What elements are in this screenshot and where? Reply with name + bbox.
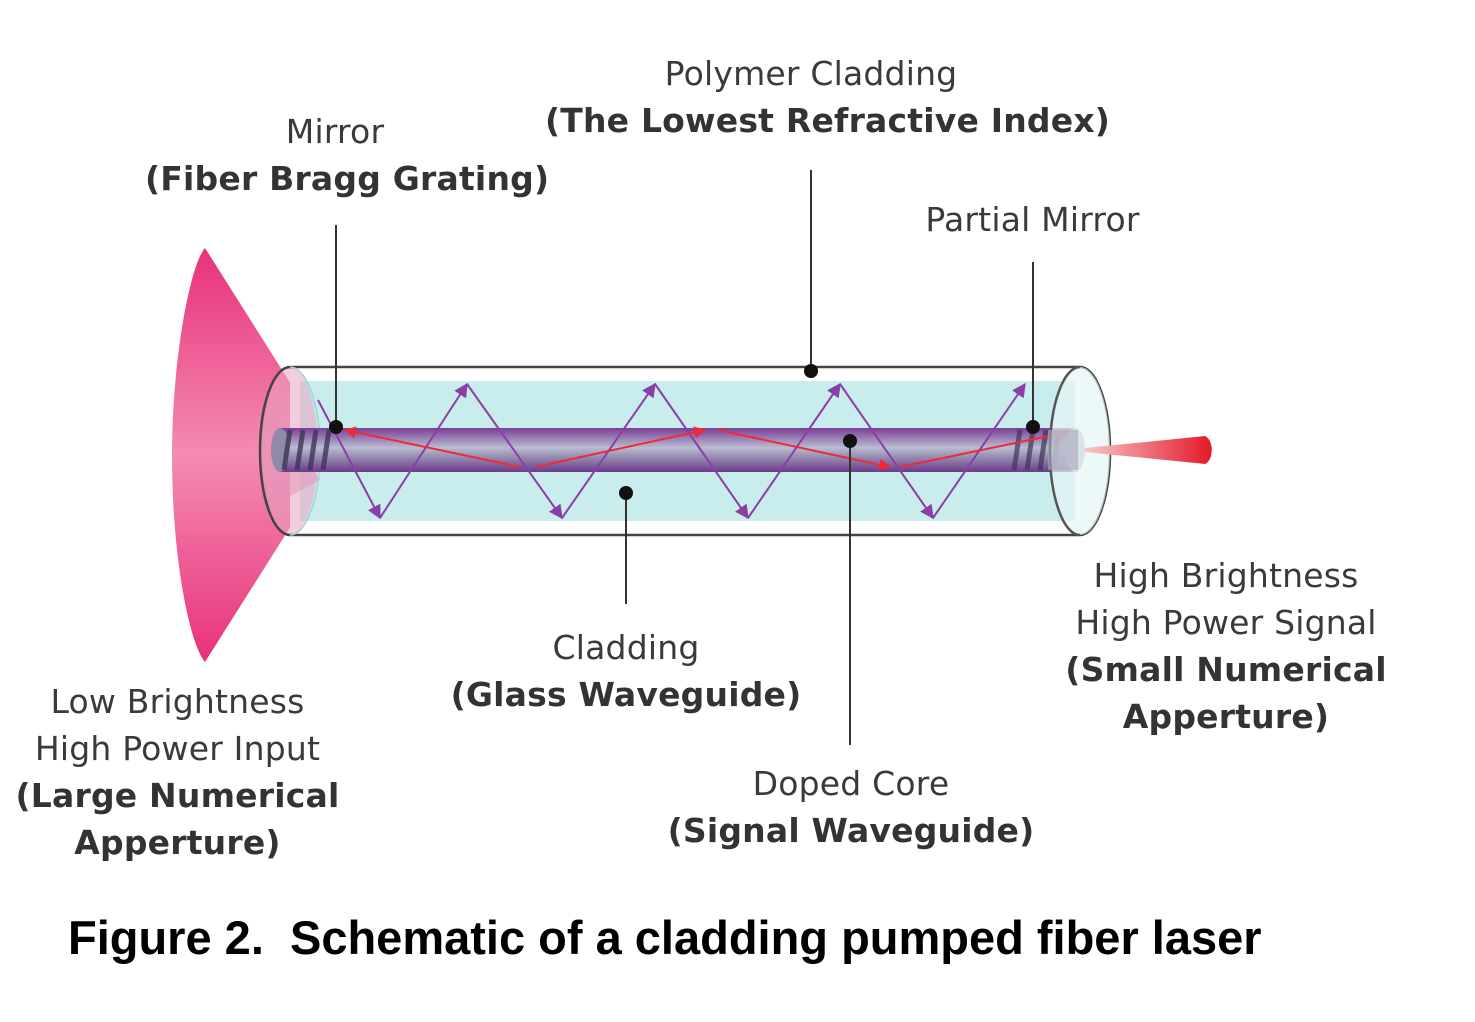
leader-lines bbox=[335, 170, 1034, 745]
label-cladding-title: Cladding bbox=[552, 628, 700, 667]
signal-rays bbox=[343, 426, 1070, 471]
label-polymer-cladding-subtitle: (The Lowest Refractive Index) bbox=[545, 101, 1111, 140]
cladding-pointer-dot bbox=[619, 486, 633, 500]
label-input-line2: High Power Input bbox=[34, 729, 321, 768]
label-input-line3: (Large Numerical bbox=[15, 776, 340, 815]
pump-input-cone bbox=[172, 248, 320, 662]
label-input-line1: Low Brightness bbox=[50, 682, 305, 721]
mirror-pointer-dot bbox=[329, 420, 343, 434]
leader-dots bbox=[329, 364, 1040, 500]
label-signal-output: High Brightness High Power Signal (Small… bbox=[1050, 552, 1402, 740]
doped-core bbox=[271, 428, 1085, 472]
label-output-line1: High Brightness bbox=[1093, 556, 1359, 595]
output-beam bbox=[1085, 436, 1212, 464]
label-partial-mirror: Partial Mirror bbox=[905, 196, 1160, 243]
label-partial-mirror-title: Partial Mirror bbox=[925, 200, 1140, 239]
label-doped-core-title: Doped Core bbox=[752, 764, 950, 803]
label-output-line3: (Small Numerical bbox=[1065, 650, 1387, 689]
label-polymer-cladding-title: Polymer Cladding bbox=[664, 54, 958, 93]
doped-core-pointer-dot bbox=[843, 434, 857, 448]
pump-rays bbox=[317, 382, 1026, 520]
label-mirror-title: Mirror bbox=[285, 112, 385, 151]
partial-mirror-pointer-dot bbox=[1026, 420, 1040, 434]
label-output-line2: High Power Signal bbox=[1075, 603, 1377, 642]
fiber-bragg-grating-left bbox=[281, 429, 332, 471]
label-input-line4: Apperture) bbox=[74, 823, 281, 862]
label-mirror-subtitle: (Fiber Bragg Grating) bbox=[145, 159, 550, 198]
label-cladding: Cladding (Glass Waveguide) bbox=[445, 624, 807, 718]
label-doped-core-subtitle: (Signal Waveguide) bbox=[667, 811, 1035, 850]
label-output-line4: Apperture) bbox=[1122, 697, 1330, 736]
label-mirror: Mirror (Fiber Bragg Grating) bbox=[145, 108, 550, 202]
label-polymer-cladding: Polymer Cladding (The Lowest Refractive … bbox=[545, 50, 1111, 144]
label-pump-input: Low Brightness High Power Input (Large N… bbox=[10, 678, 345, 866]
polymer-cladding-pointer-dot bbox=[804, 364, 818, 378]
label-doped-core: Doped Core (Signal Waveguide) bbox=[665, 760, 1037, 854]
label-cladding-subtitle: (Glass Waveguide) bbox=[450, 675, 802, 714]
figure-caption: Figure 2. Schematic of a cladding pumped… bbox=[68, 911, 1262, 964]
